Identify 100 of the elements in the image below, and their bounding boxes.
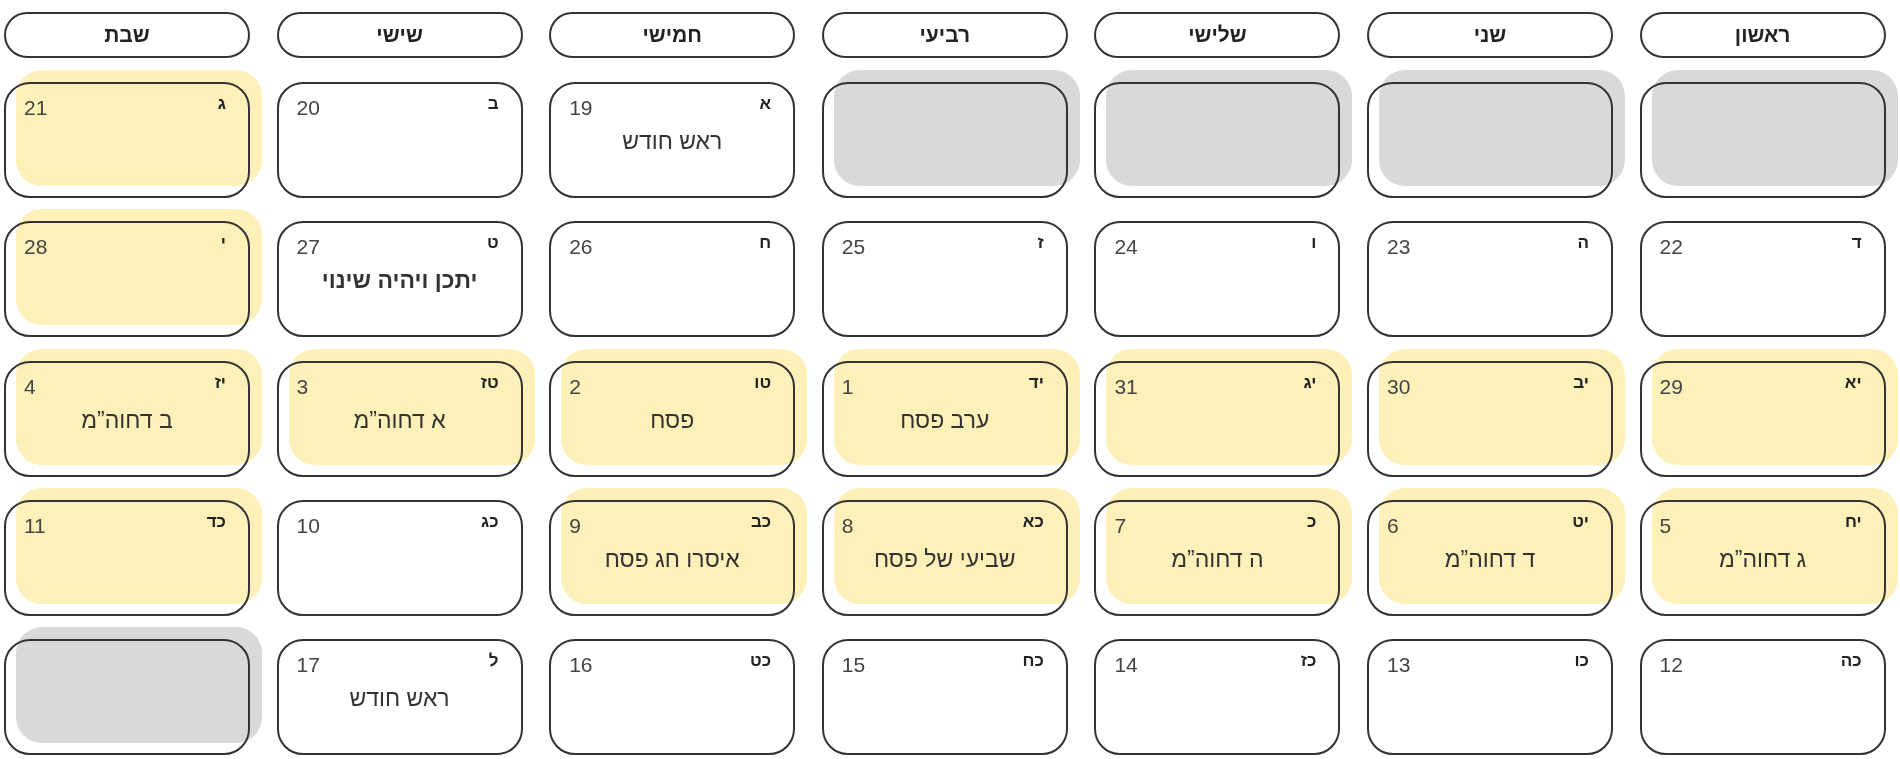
- day-cell: [821, 639, 1068, 756]
- day-number: 13: [1387, 653, 1411, 678]
- hebrew-date: ג: [217, 94, 226, 114]
- hebrew-date: יא: [1844, 372, 1862, 393]
- day-cell: [1367, 360, 1613, 477]
- day-number: 17: [296, 653, 320, 678]
- day-cell: [821, 221, 1068, 338]
- empty-day-cell: [1367, 82, 1613, 198]
- day-number: 10: [296, 513, 320, 538]
- day-number: 26: [569, 235, 593, 260]
- day-number: 1: [841, 374, 854, 399]
- empty-day-cell: [1639, 82, 1886, 198]
- event-label: ה דחוה”מ: [1170, 545, 1265, 573]
- day-number: 31: [1114, 374, 1138, 399]
- empty-day-cell: [1094, 82, 1341, 198]
- hebrew-date: כט: [750, 651, 772, 672]
- day-number: 27: [296, 235, 320, 260]
- day-cell: [549, 360, 796, 477]
- day-number: 4: [24, 374, 36, 399]
- weekday-header: [821, 12, 1068, 58]
- day-number: 5: [1659, 513, 1672, 538]
- hebrew-date: כה: [1840, 651, 1862, 672]
- hebrew-date: י: [220, 233, 226, 254]
- day-number: 29: [1659, 374, 1683, 399]
- day-number: 30: [1387, 374, 1411, 399]
- event-label: פסח: [649, 406, 696, 434]
- weekday-header: [1367, 12, 1613, 58]
- weekday-header: [549, 12, 796, 58]
- hebrew-date: כד: [206, 511, 226, 532]
- event-label: יתכן ויהיה שינוי: [320, 267, 479, 295]
- day-cell: [821, 499, 1068, 616]
- hebrew-date: ז: [1037, 233, 1044, 254]
- day-number: 11: [24, 513, 46, 538]
- day-number: 23: [1387, 235, 1411, 260]
- hebrew-date: ו: [1311, 233, 1317, 254]
- day-number: 24: [1114, 235, 1138, 260]
- day-cell: [276, 360, 523, 477]
- hebrew-date: יד: [1028, 372, 1044, 393]
- event-label: ד דחוה”מ: [1443, 545, 1537, 573]
- weekday-header: [4, 12, 250, 58]
- hebrew-date: ב: [487, 94, 499, 114]
- weekday-name: שישי: [376, 23, 423, 47]
- event-label: ראש חודש: [348, 685, 451, 713]
- day-cell: [1367, 639, 1613, 756]
- day-cell: [549, 499, 796, 616]
- day-number: 12: [1659, 653, 1683, 678]
- hebrew-date: ל: [488, 651, 499, 672]
- day-cell: [1094, 221, 1341, 338]
- day-number: 2: [569, 374, 581, 399]
- weekday-name: שבת: [104, 23, 150, 47]
- hebrew-date: כג: [481, 511, 499, 532]
- day-cell: [549, 221, 796, 338]
- hebrew-date: ח: [759, 233, 772, 254]
- hebrew-date: כב: [750, 511, 772, 532]
- day-cell: [1367, 221, 1613, 338]
- day-number: 6: [1387, 513, 1399, 538]
- day-cell: [276, 82, 523, 198]
- day-cell: [276, 639, 523, 756]
- day-number: 3: [296, 374, 309, 399]
- day-cell: [4, 82, 250, 198]
- weekday-header: [1639, 12, 1886, 58]
- hebrew-date: כח: [1022, 651, 1044, 672]
- day-number: 15: [841, 653, 866, 678]
- day-number: 14: [1114, 653, 1138, 678]
- hebrew-date: כז: [1300, 651, 1317, 672]
- hebrew-date: יב: [1573, 372, 1589, 393]
- event-label: א דחוה”מ: [352, 406, 447, 434]
- day-number: 20: [296, 96, 320, 120]
- empty-day-cell: [4, 639, 250, 756]
- weekday-header: [276, 12, 523, 58]
- hebrew-date: כא: [1022, 511, 1044, 532]
- empty-day-cell: [821, 82, 1068, 198]
- day-number: 25: [841, 235, 866, 260]
- day-cell: [276, 499, 523, 616]
- event-label: ערב פסח: [899, 406, 991, 434]
- day-cell: [549, 82, 796, 198]
- day-cell: [549, 639, 796, 756]
- weekday-name: שני: [1473, 23, 1507, 47]
- weekday-name: ראשון: [1734, 23, 1791, 47]
- hebrew-date: ד: [1851, 233, 1862, 254]
- day-number: 21: [24, 96, 48, 120]
- day-cell: [4, 221, 250, 338]
- day-cell: [4, 499, 250, 616]
- hebrew-date: א: [759, 94, 772, 114]
- weekday-name: חמישי: [642, 23, 702, 47]
- hebrew-date: כו: [1574, 651, 1589, 672]
- day-cell: [1639, 639, 1886, 756]
- hebrew-date: טז: [480, 372, 499, 393]
- event-label: ג דחוה”מ: [1717, 545, 1808, 573]
- hebrew-date: ט: [486, 233, 499, 254]
- event-label: איסרו חג פסח: [603, 545, 741, 573]
- hebrew-date: ה: [1577, 233, 1589, 254]
- day-cell: [1639, 360, 1886, 477]
- hebrew-date: יח: [1844, 511, 1862, 532]
- day-cell: [4, 360, 250, 477]
- day-number: 16: [569, 653, 593, 678]
- day-number: 19: [569, 96, 593, 120]
- hebrew-date: כ: [1307, 511, 1317, 532]
- day-cell: [1094, 639, 1341, 756]
- hebrew-date: יט: [1572, 511, 1589, 532]
